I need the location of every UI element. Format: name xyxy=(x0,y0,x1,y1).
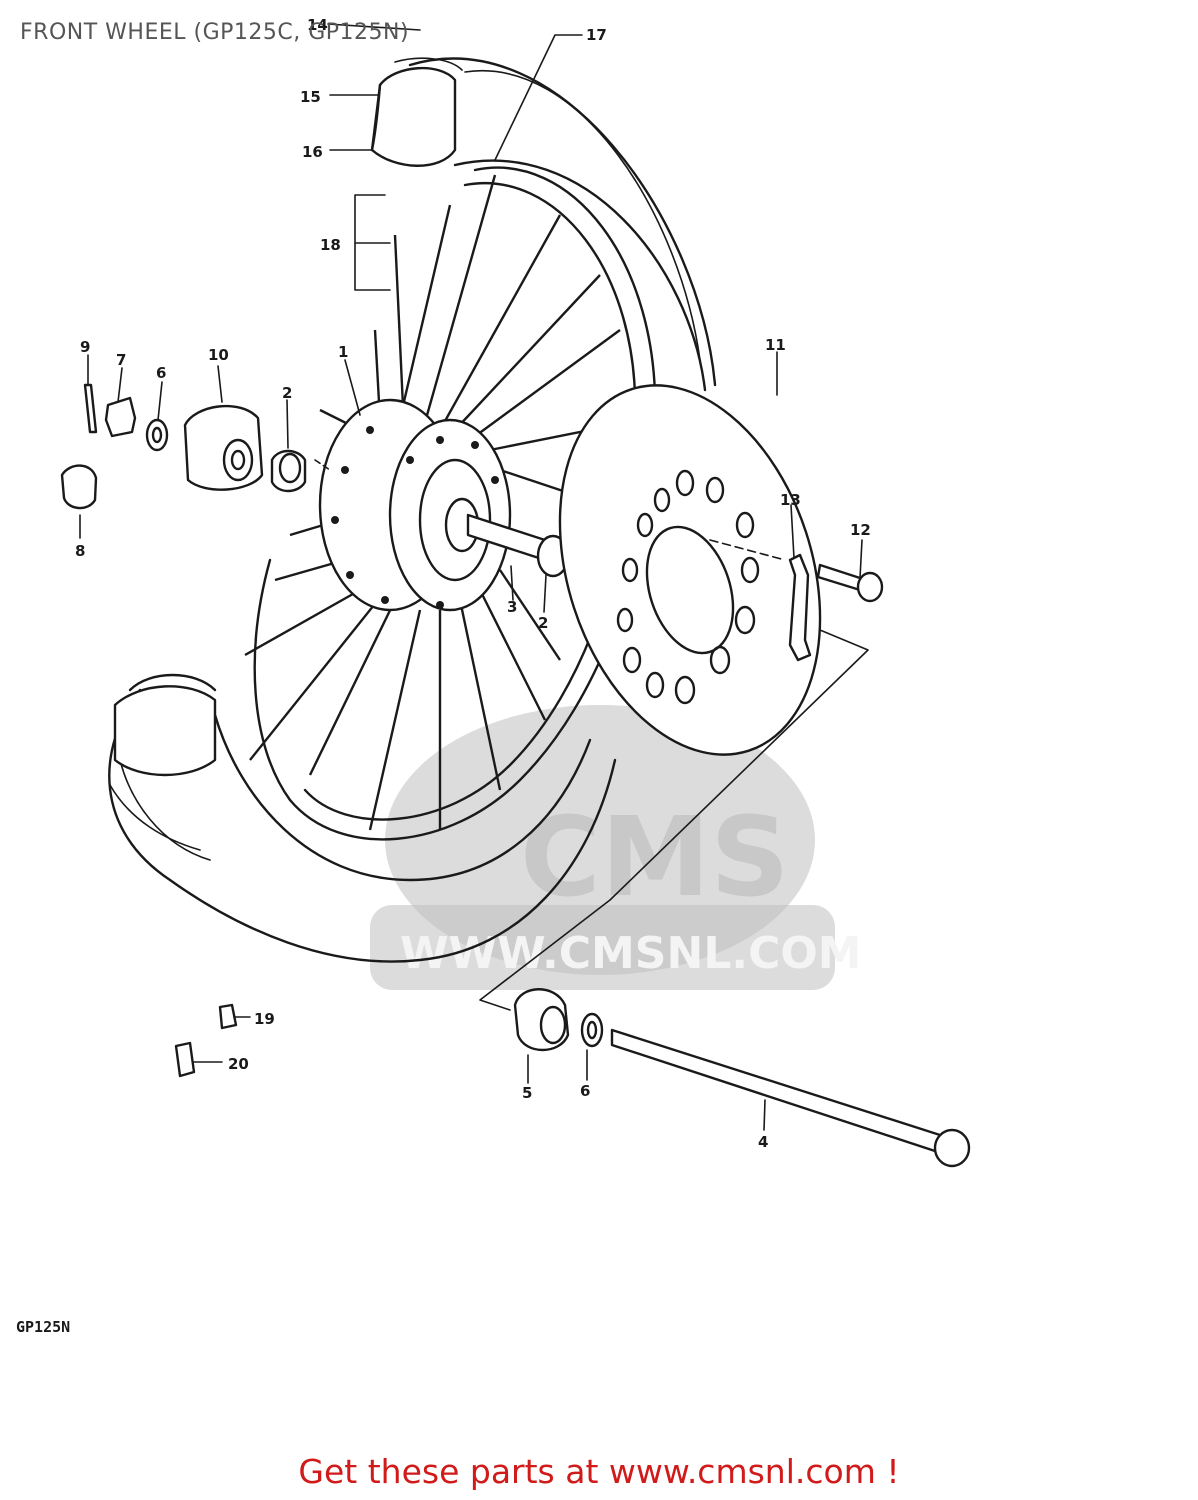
callout-20: 20 xyxy=(228,1055,249,1073)
valve-cap xyxy=(218,1003,238,1030)
callout-12: 12 xyxy=(850,521,871,539)
callout-8: 8 xyxy=(75,542,85,560)
watermark-url-text: WWW.CMSNL.COM xyxy=(400,928,862,979)
washer-left xyxy=(145,418,169,452)
front-axle xyxy=(610,1028,971,1168)
speedometer-nut xyxy=(104,396,137,438)
model-label: GP125N xyxy=(16,1318,71,1336)
valve-nut xyxy=(174,1041,196,1078)
callout-19: 19 xyxy=(254,1010,275,1028)
washer-right xyxy=(580,1012,604,1048)
axle-cap xyxy=(60,464,98,510)
callout-3: 3 xyxy=(507,598,517,616)
disc-bolt xyxy=(816,563,884,603)
callout-10: 10 xyxy=(208,346,229,364)
callout-17: 17 xyxy=(586,26,607,44)
callout-2: 2 xyxy=(538,614,548,632)
speedometer-bolt xyxy=(83,383,98,434)
callout-5: 5 xyxy=(522,1084,532,1102)
callout-7: 7 xyxy=(116,351,126,369)
brake-disc xyxy=(558,384,822,756)
callout-6: 6 xyxy=(156,364,166,382)
tube-section-bottom xyxy=(113,673,217,777)
callout-2: 2 xyxy=(282,384,292,402)
cmsnl-watermark: CMS WWW.CMSNL.COM xyxy=(370,705,862,990)
speedometer-gearbox xyxy=(183,404,264,491)
hub xyxy=(318,398,512,612)
callout-labels: 1 2 2 3 4 5 6 6 7 8 9 10 11 12 13 14 15 … xyxy=(75,16,871,1151)
callout-leaders xyxy=(79,23,863,1131)
callout-1: 1 xyxy=(338,343,348,361)
lock-washer xyxy=(788,553,812,662)
tire xyxy=(108,57,717,963)
diagram-title: FRONT WHEEL (GP125C, GP125N) xyxy=(20,20,410,45)
tube-section-top xyxy=(370,57,463,167)
spacer-right xyxy=(513,988,570,1052)
callout-9: 9 xyxy=(80,338,90,356)
assembly-guide-lines xyxy=(314,459,869,1011)
callout-6: 6 xyxy=(580,1082,590,1100)
callout-15: 15 xyxy=(300,88,321,106)
callout-4: 4 xyxy=(758,1133,768,1151)
callout-13: 13 xyxy=(780,491,801,509)
callout-14: 14 xyxy=(307,16,328,34)
callout-16: 16 xyxy=(302,143,323,161)
callout-18: 18 xyxy=(320,236,341,254)
callout-11: 11 xyxy=(765,336,786,354)
bearing-left xyxy=(270,449,307,493)
footer-link-text[interactable]: Get these parts at www.cmsnl.com ! xyxy=(298,1452,900,1491)
